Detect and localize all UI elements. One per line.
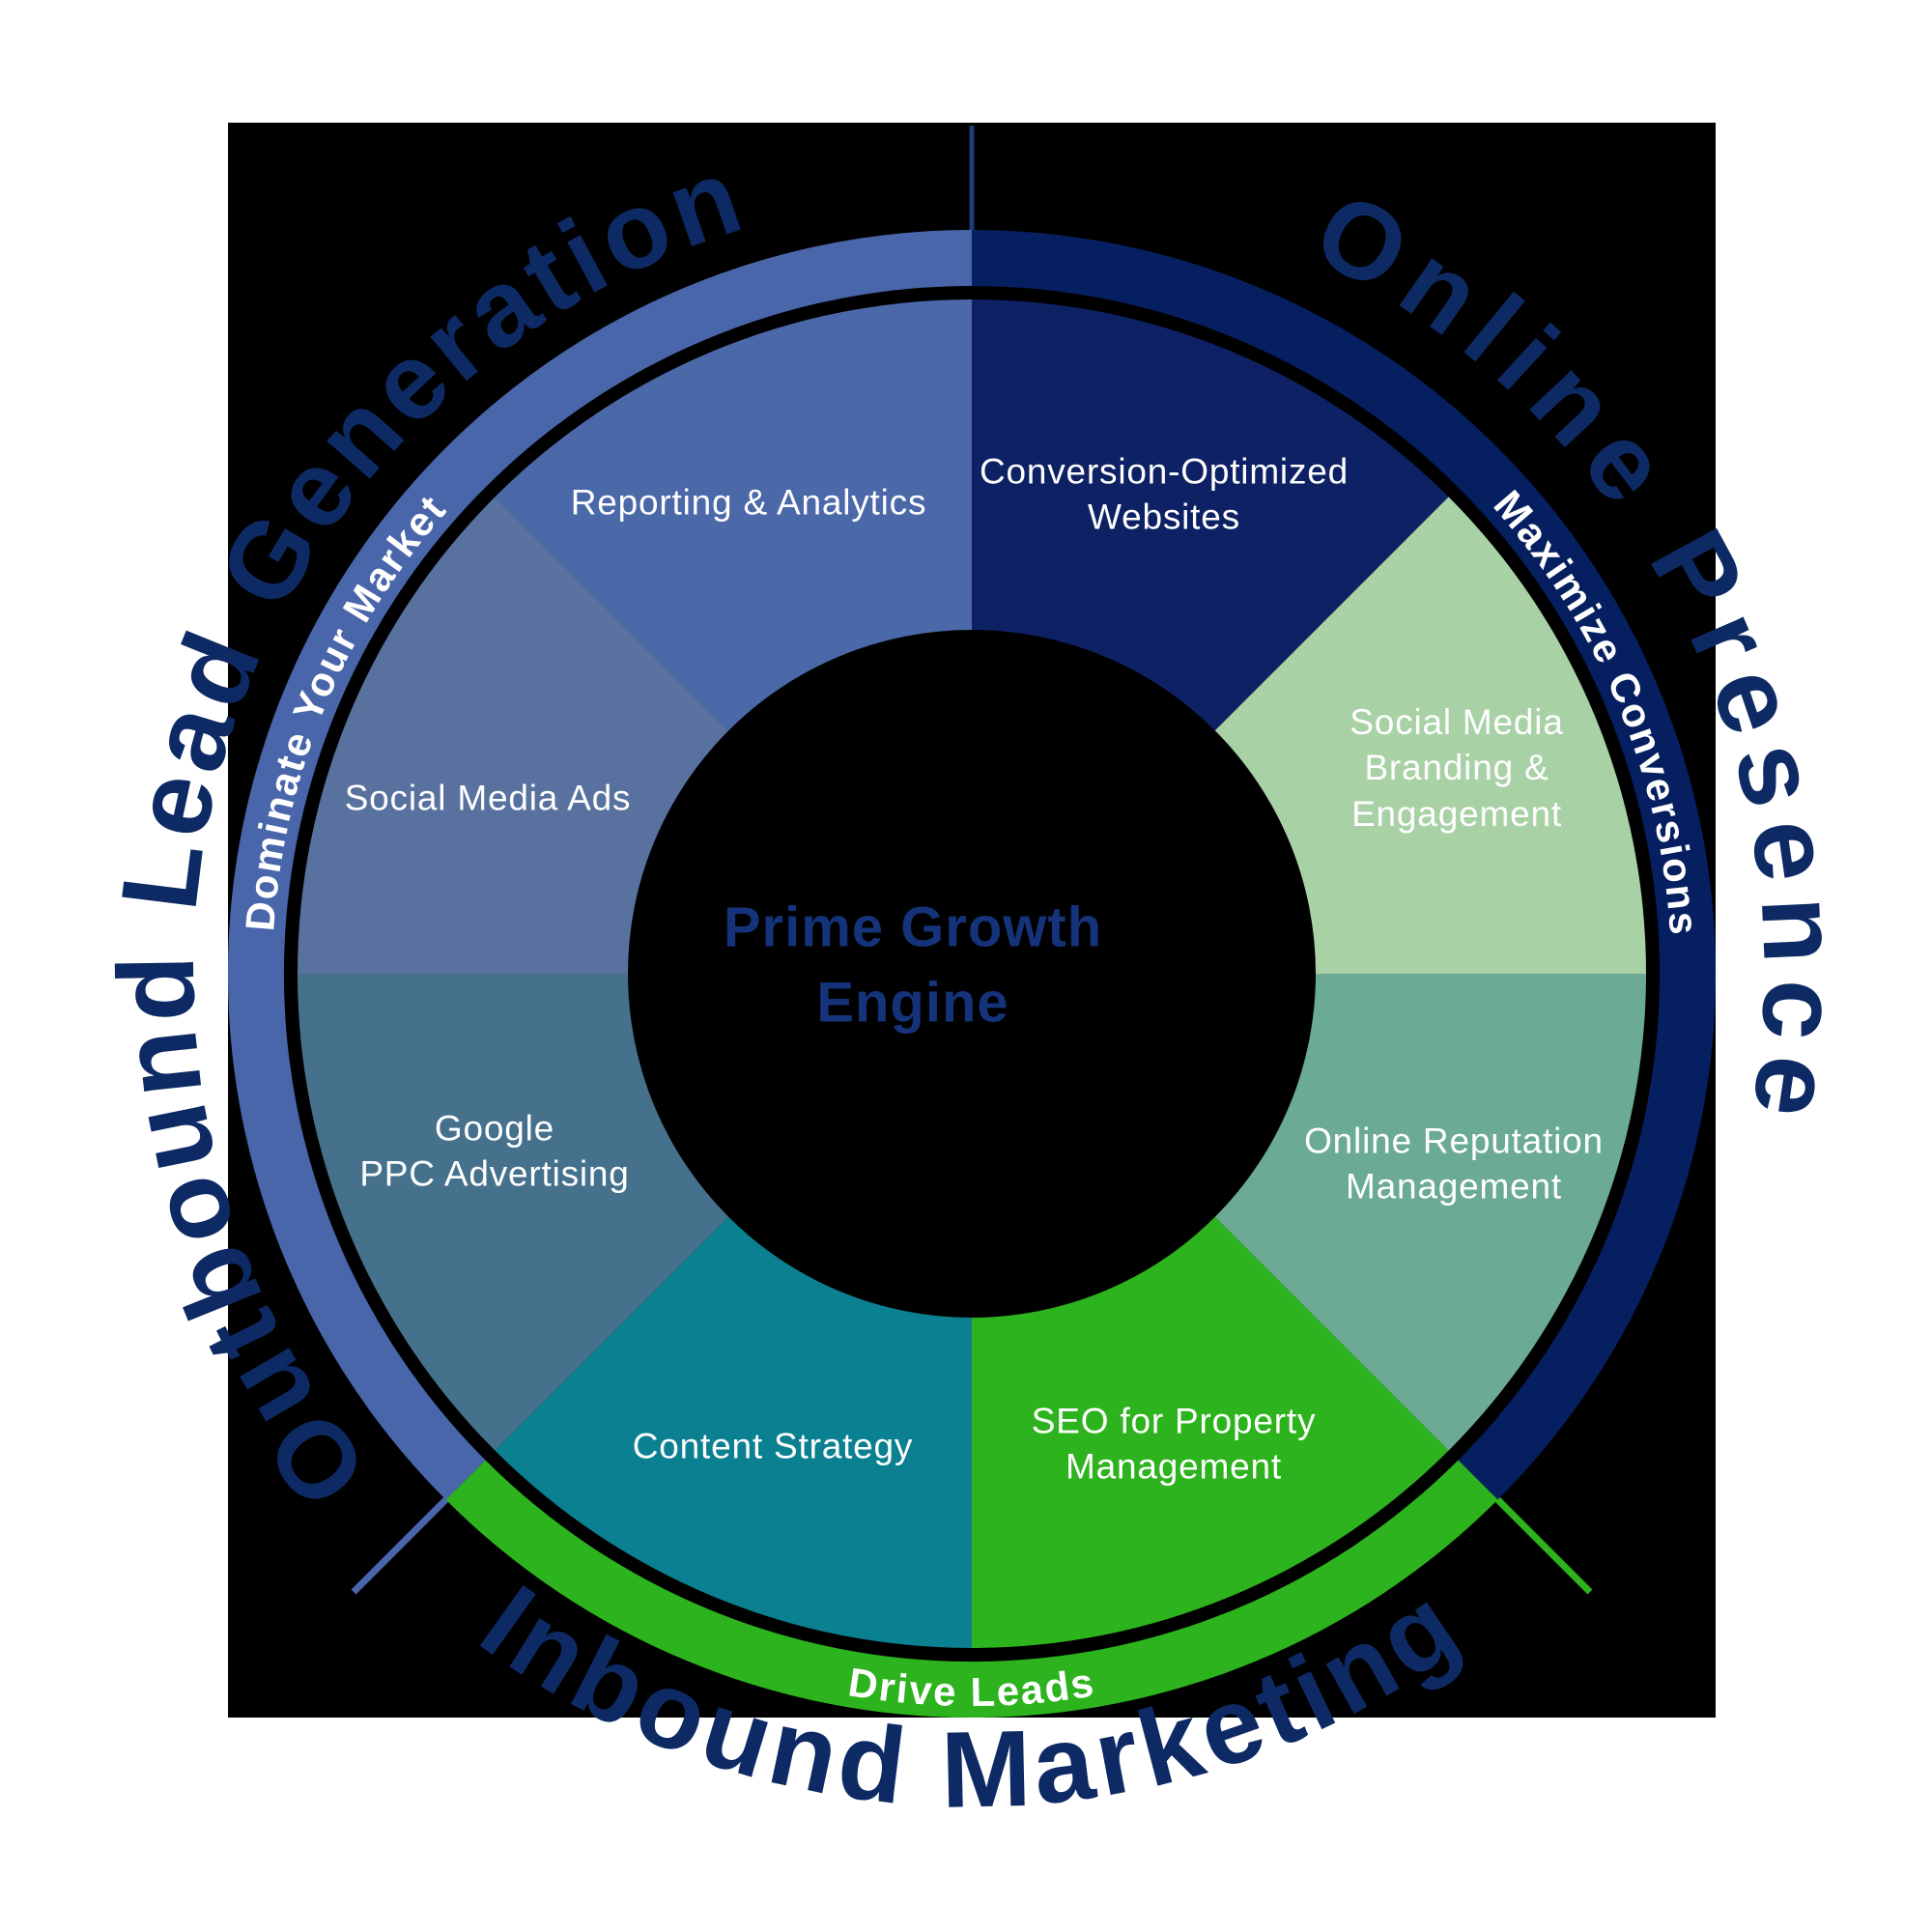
ring-arc-outbound-lead-generation — [227, 230, 972, 1500]
label-conversion-optimized-websites: Conversion-Optimized Websites — [979, 451, 1350, 537]
label-google-ppc-advertising: Google PPC Advertising — [359, 1108, 630, 1194]
hub-title: Prime Growth Engine — [723, 895, 1103, 1035]
label-online-reputation-management: Online Reputation Management — [1304, 1121, 1604, 1207]
label-reporting-analytics: Reporting & Analytics — [570, 482, 927, 523]
bottom-left-divider-line — [351, 1490, 456, 1595]
label-content-strategy: Content Strategy — [632, 1426, 914, 1466]
bottom-right-divider-line — [1488, 1490, 1593, 1595]
label-seo-for-property-management: SEO for Property Management — [1031, 1401, 1317, 1487]
hub-circle — [628, 630, 1316, 1318]
ring-arc-online-presence — [972, 229, 1717, 1500]
label-social-media-branding-engagement: Social Media Branding & Engagement — [1350, 701, 1564, 834]
ring-arc-inbound-marketing — [445, 1460, 1498, 1719]
label-social-media-ads: Social Media Ads — [344, 778, 632, 818]
